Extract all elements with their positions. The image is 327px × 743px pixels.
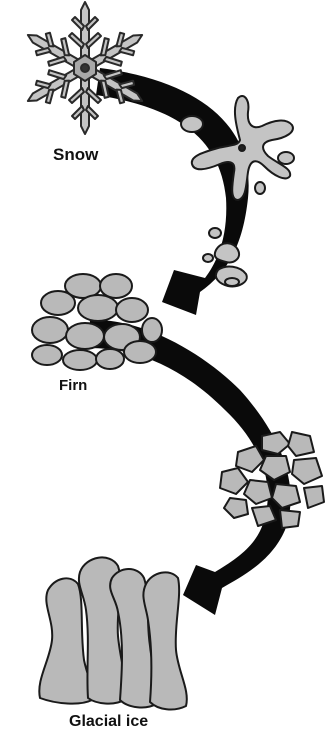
label-firn: Firn (59, 377, 87, 394)
label-snow: Snow (53, 145, 98, 165)
label-glacial-ice: Glacial ice (69, 713, 148, 731)
snowflake-icon (20, 2, 150, 134)
glacial-ice-crystals (39, 557, 187, 709)
